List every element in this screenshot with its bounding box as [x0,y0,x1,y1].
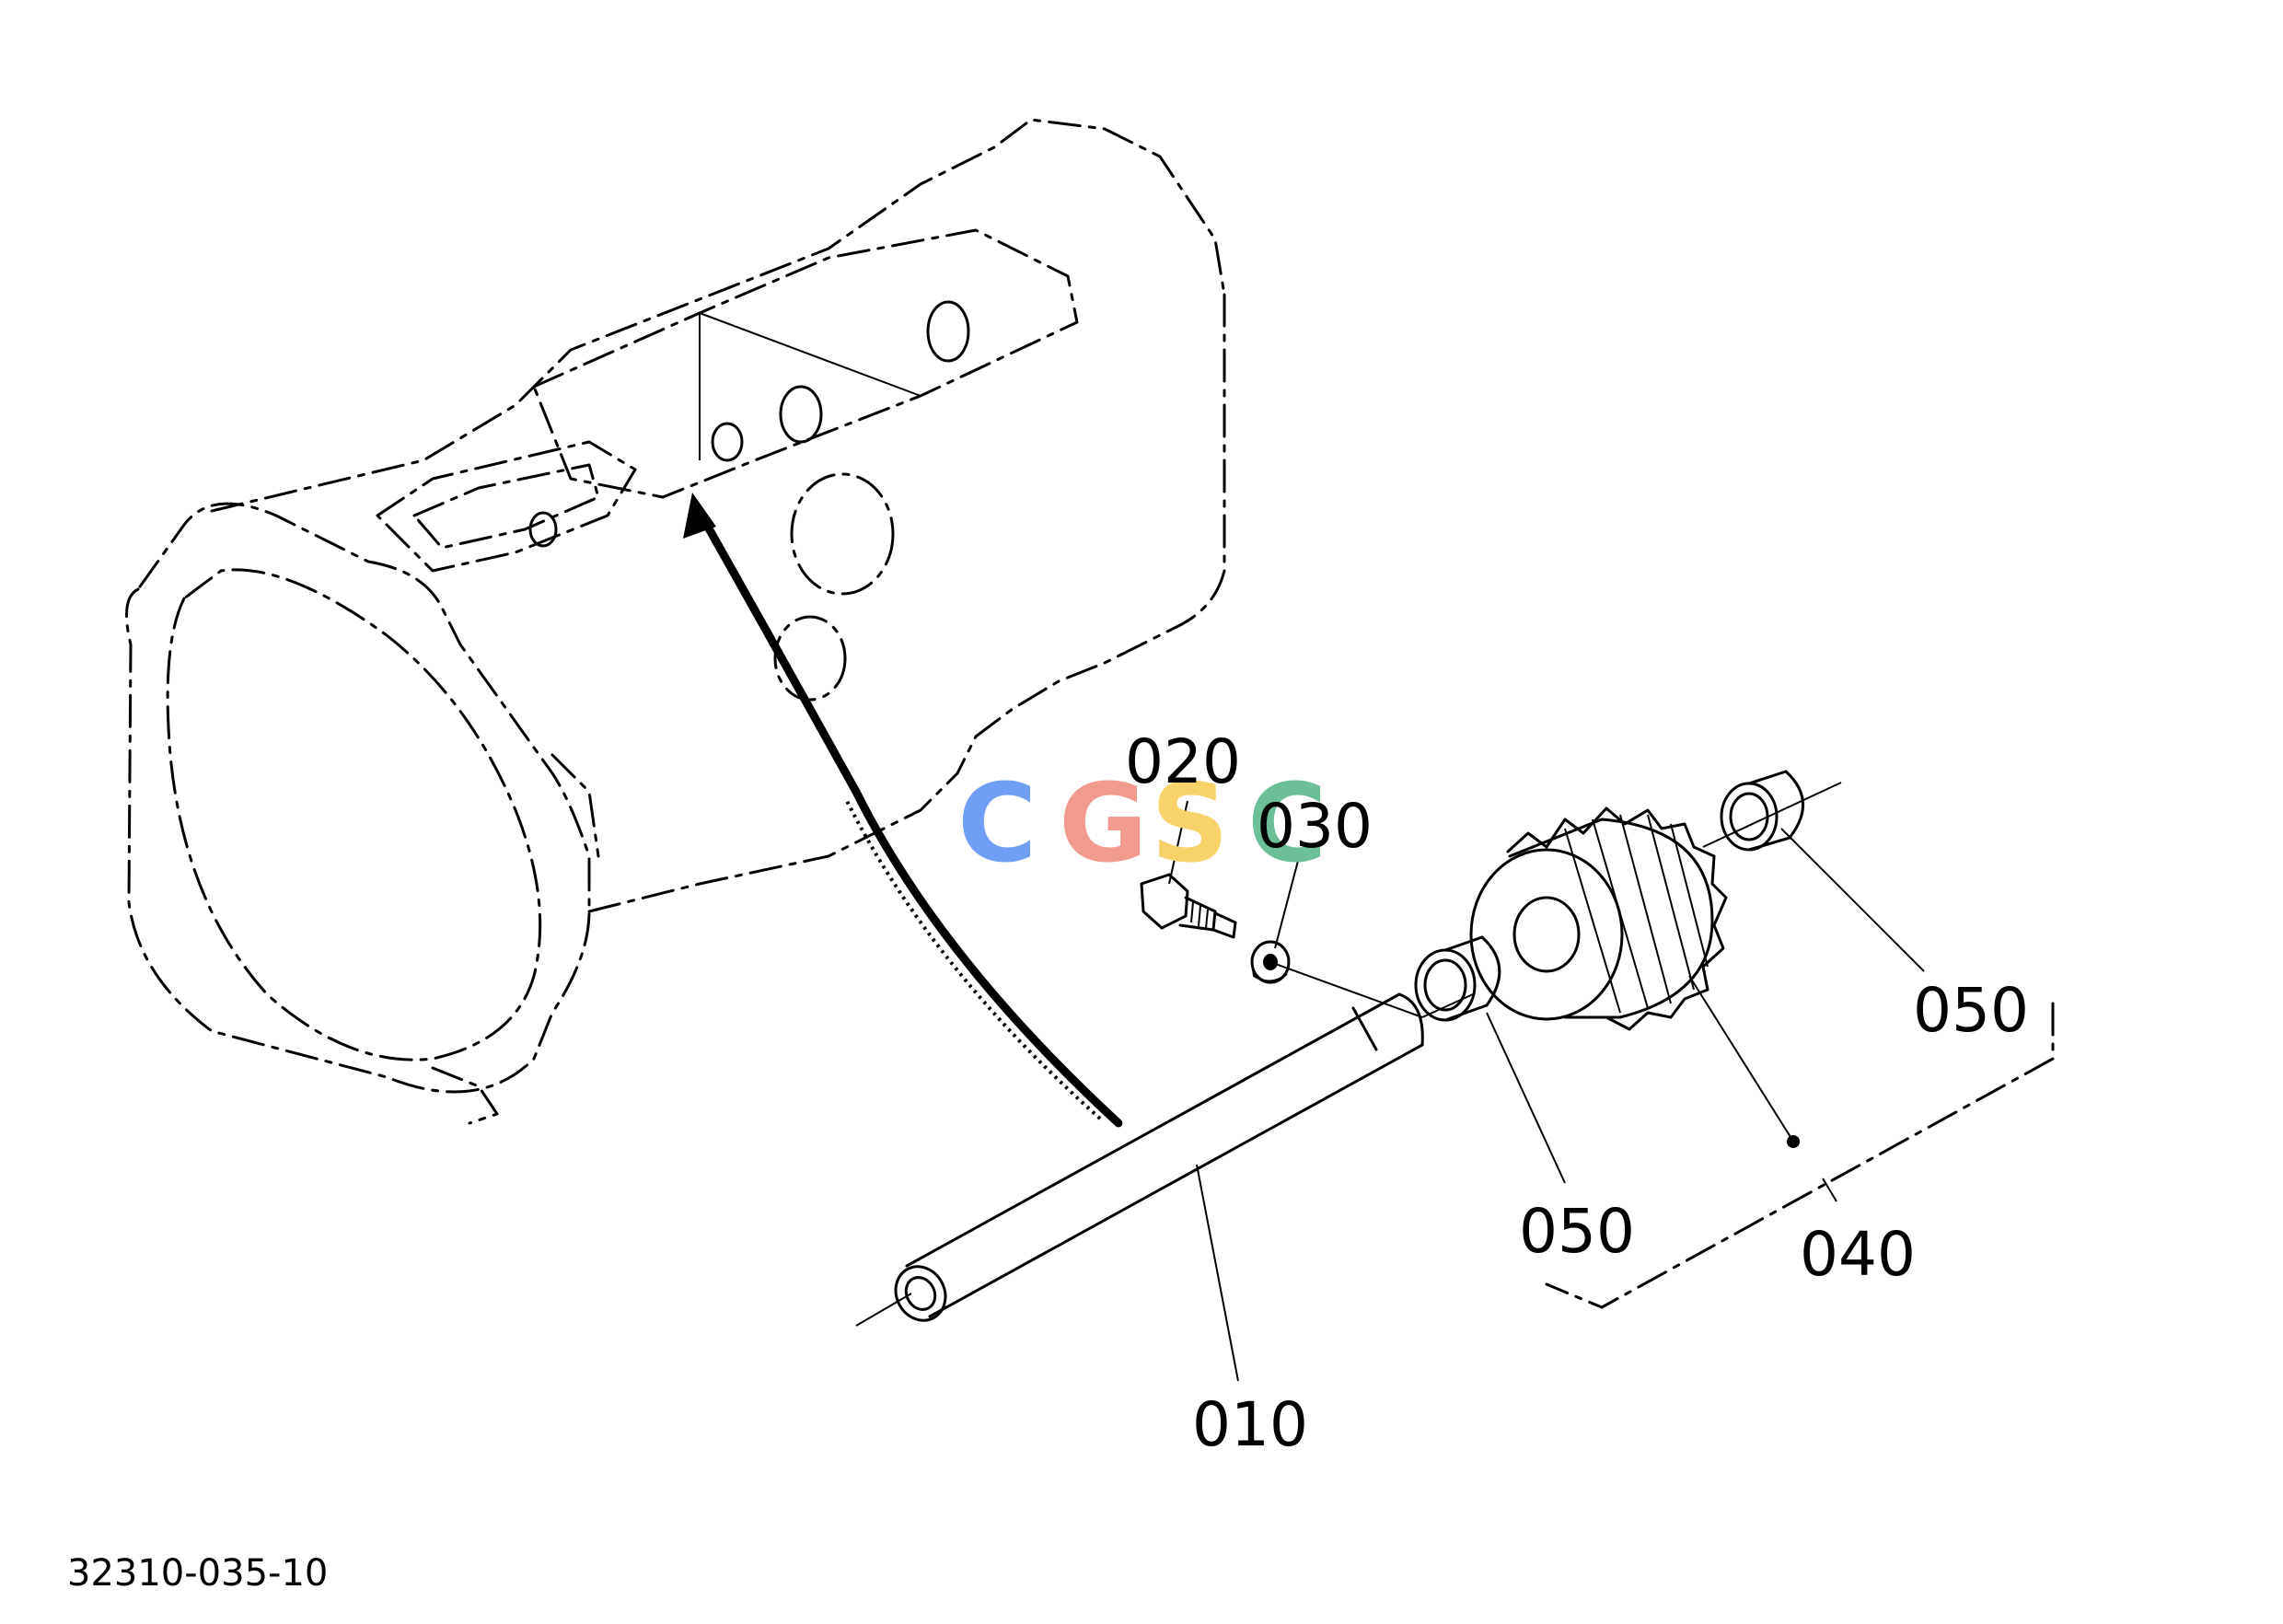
callout-050-upper: 050 [1913,975,2029,1046]
callout-010: 010 [1192,1389,1308,1460]
watermark-logo: C G S C [957,760,1327,887]
watermark-letter-c: C [957,760,1037,887]
part-010-shaft [894,992,1424,1322]
leader-lines [1168,800,1925,1382]
callout-labels: 020 030 050 050 040 010 [1125,726,2029,1460]
callout-040: 040 [1800,1219,1916,1290]
part-030-washer [1250,940,1291,984]
part-040-gear [1469,806,1728,1031]
watermark-letter-g: G [1059,760,1148,887]
part-020-bolt [1140,873,1237,939]
callout-050-lower: 050 [1519,1196,1635,1267]
callout-020: 020 [1125,726,1241,797]
part-050-bushing-lower [1414,935,1501,1022]
watermark-letter-s: S [1151,760,1229,887]
watermark-letter-c2: C [1247,760,1327,887]
callout-030: 030 [1257,791,1373,862]
reference-code: 32310-035-10 [67,1552,328,1595]
assembly-040-bracket [1545,1002,2055,1309]
transmission-housing [125,118,1226,1125]
assembly-arrow [683,493,1123,1128]
part-050-bushing-upper [1720,770,1804,852]
